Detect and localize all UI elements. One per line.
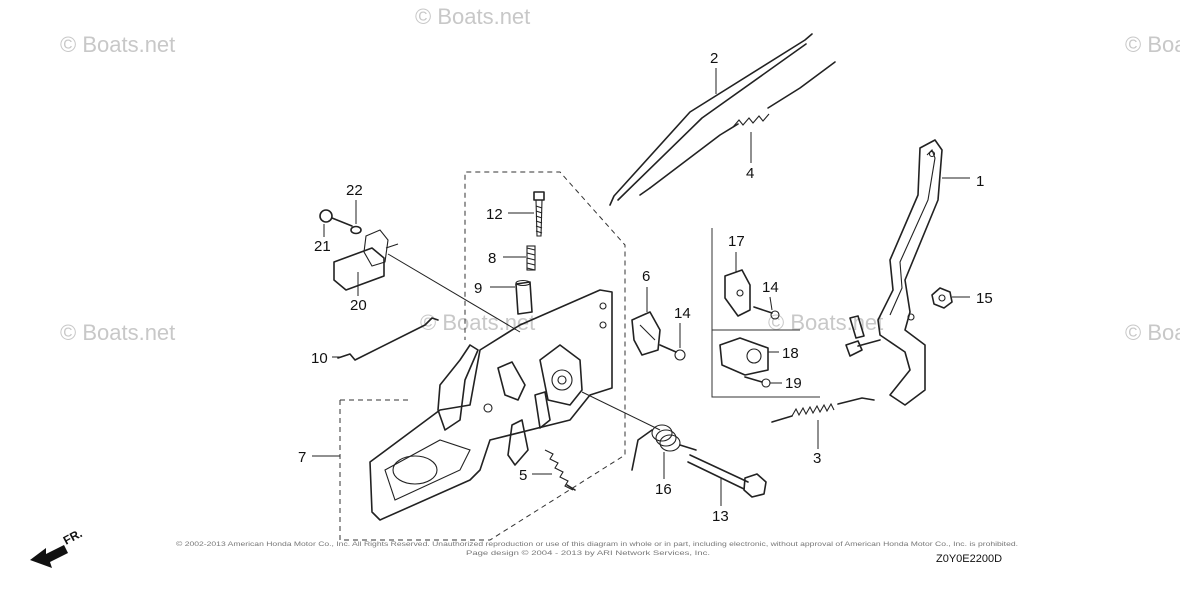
front-label: FR. bbox=[61, 526, 85, 547]
control-lever bbox=[877, 139, 943, 406]
callout-6: 6 bbox=[642, 268, 650, 285]
watermark-4: © Boats.net bbox=[60, 320, 175, 345]
watermark-7: © Boats.net bbox=[1125, 320, 1180, 345]
governor-rod bbox=[609, 33, 813, 206]
bracket-frame bbox=[711, 228, 820, 398]
return-spring bbox=[771, 397, 875, 423]
bracket-upper bbox=[724, 269, 751, 317]
callout-20: 20 bbox=[350, 297, 367, 314]
callout-10: 10 bbox=[311, 350, 328, 367]
governor-spring bbox=[639, 61, 836, 196]
stop-switch bbox=[333, 229, 399, 291]
torsion-spring bbox=[631, 424, 697, 471]
lever-nut bbox=[931, 287, 953, 309]
callout-14-bracket: 14 bbox=[762, 279, 779, 296]
callout-5: 5 bbox=[519, 467, 527, 484]
watermark-2: © Boats.net bbox=[415, 4, 530, 29]
pivot-bolt bbox=[533, 191, 545, 237]
choke-arm bbox=[497, 361, 551, 466]
lever-bolt bbox=[845, 315, 881, 357]
callout-19: 19 bbox=[785, 375, 802, 392]
callout-1: 1 bbox=[976, 173, 984, 190]
callout-4: 4 bbox=[746, 165, 754, 182]
switch-wire bbox=[387, 253, 521, 333]
callout-9: 9 bbox=[474, 280, 482, 297]
callout-14-clamp: 14 bbox=[674, 305, 691, 322]
pivot-collar bbox=[515, 279, 533, 315]
watermark-1: © Boats.net bbox=[60, 32, 175, 57]
throttle-arm bbox=[539, 344, 583, 406]
cable-clamp bbox=[631, 311, 661, 356]
diagram-code: Z0Y0E2200D bbox=[936, 553, 1002, 565]
callout-13: 13 bbox=[712, 508, 729, 525]
pivot-spring bbox=[526, 245, 536, 271]
callout-21: 21 bbox=[314, 238, 331, 255]
plate-assembly-frame bbox=[339, 171, 626, 541]
callout-16: 16 bbox=[655, 481, 672, 498]
callout-7: 7 bbox=[298, 449, 306, 466]
watermark-5: © Boats.net bbox=[420, 310, 535, 335]
switch-washer bbox=[350, 225, 362, 235]
bracket-lower-screw bbox=[744, 376, 771, 388]
watermark-6: © Boats.net bbox=[768, 310, 883, 335]
spring-bolt bbox=[687, 454, 767, 498]
copyright-line-1: © 2002-2013 American Honda Motor Co., In… bbox=[176, 540, 1018, 548]
callout-22: 22 bbox=[346, 182, 363, 199]
callout-12: 12 bbox=[486, 206, 503, 223]
bracket-lower bbox=[719, 337, 769, 376]
switch-bolt bbox=[319, 209, 353, 227]
callout-2: 2 bbox=[710, 50, 718, 67]
callouts: 1 2 3 4 5 6 7 8 9 10 12 13 14 14 15 16 1 bbox=[298, 50, 993, 525]
link-rod bbox=[337, 317, 439, 361]
callout-17: 17 bbox=[728, 233, 745, 250]
plate-spring bbox=[544, 449, 576, 491]
plate-lever bbox=[437, 344, 479, 431]
copyright-line-2: Page design © 2004 - 2013 by ARI Network… bbox=[466, 549, 710, 557]
watermark-3: © Boats.net bbox=[1125, 32, 1180, 57]
spring-leader bbox=[581, 391, 661, 431]
callout-8: 8 bbox=[488, 250, 496, 267]
callout-15: 15 bbox=[976, 290, 993, 307]
callout-3: 3 bbox=[813, 450, 821, 467]
clamp-screw bbox=[659, 344, 686, 361]
bracket-screw bbox=[753, 306, 780, 320]
front-arrow-icon bbox=[30, 545, 68, 568]
control-plate bbox=[369, 289, 613, 521]
callout-18: 18 bbox=[782, 345, 799, 362]
